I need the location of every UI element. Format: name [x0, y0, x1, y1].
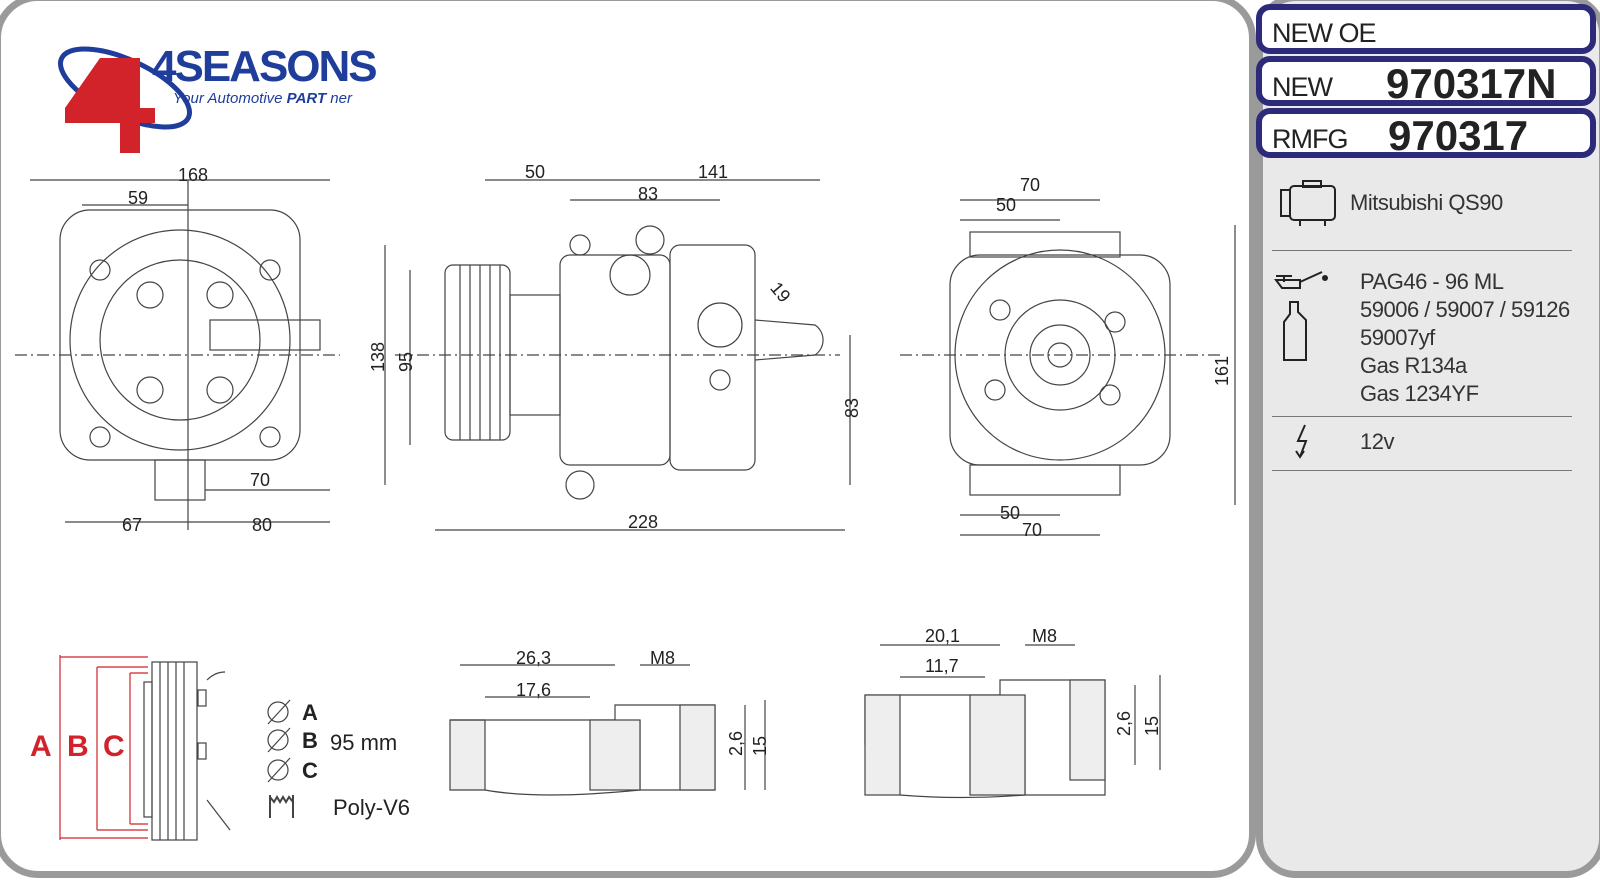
oe-box: NEW OE — [1256, 4, 1596, 54]
dim-rear-bot50: 50 — [1000, 503, 1021, 523]
divider — [1272, 250, 1572, 251]
new-label: NEW — [1272, 72, 1333, 102]
oil-spec: PAG46 - 96 ML 59006 / 59007 / 59126 5900… — [1360, 268, 1570, 408]
brand-name: 4SEASONS — [152, 42, 378, 91]
front-view-drawing — [15, 179, 340, 530]
dim-side-141: 141 — [698, 162, 729, 182]
brand-logo: 4SEASONS Your Automotive PART ner — [40, 38, 400, 158]
pulley-label-c: C — [103, 730, 125, 763]
oe-label: NEW OE — [1272, 18, 1377, 48]
dim-front-bolt: 59 — [128, 188, 149, 208]
dim-front-width: 168 — [178, 165, 209, 185]
pulley-label-b: B — [67, 730, 89, 763]
dim-front-lower: 70 — [250, 470, 271, 490]
dim-rear-bot70: 70 — [1022, 520, 1043, 540]
new-part-box: NEW 970317N — [1256, 56, 1596, 107]
pulley-drawing — [59, 655, 231, 841]
gas-1234yf: Gas 1234YF — [1360, 381, 1479, 406]
diameter-icon — [267, 699, 291, 725]
diameter-b-label: B — [302, 728, 318, 753]
port-section-2 — [864, 644, 1161, 799]
oil-type: PAG46 - 96 ML — [1360, 269, 1504, 294]
compressor-icon — [1280, 180, 1336, 226]
diameter-icon — [267, 727, 291, 753]
port-section-1 — [449, 664, 766, 796]
dim-port1-thread: M8 — [650, 648, 676, 668]
oil-refs: 59006 / 59007 / 59126 — [1360, 297, 1570, 322]
dim-side-50: 50 — [525, 162, 546, 182]
dim-port2-w2: 11,7 — [925, 656, 959, 676]
diameter-icon — [267, 757, 291, 783]
pulley-diameter: 95 mm — [330, 730, 398, 755]
oil-can-icon — [1274, 271, 1328, 289]
tagline-ner: ner — [326, 90, 352, 107]
dim-front-right: 80 — [252, 515, 273, 535]
technical-drawing — [15, 179, 1236, 841]
dim-rear-top50: 50 — [996, 195, 1017, 215]
poly-v-icon — [269, 795, 294, 818]
dim-port1-w1: 26,3 — [516, 648, 552, 668]
dim-port1-w2: 17,6 — [516, 680, 552, 700]
diameter-c-label: C — [302, 758, 318, 783]
oil-ref-yf: 59007yf — [1360, 325, 1435, 350]
new-part-number: 970317N — [1386, 60, 1557, 107]
logo-swoosh-icon — [57, 46, 193, 153]
pulley-label-a: A — [30, 730, 52, 763]
voltage: 12v — [1360, 429, 1394, 454]
dim-front-left: 67 — [122, 515, 143, 535]
dim-side-83: 83 — [638, 184, 659, 204]
brand-tagline: Your Automotive PART ner — [173, 90, 352, 107]
rear-view-drawing — [900, 199, 1236, 536]
tagline-text: Your Automotive — [173, 90, 287, 107]
dim-port2-thread: M8 — [1032, 626, 1058, 646]
divider — [1272, 470, 1572, 471]
tagline-part: PART — [286, 90, 327, 107]
belt-type: Poly-V6 — [333, 795, 411, 820]
dim-rear-top70: 70 — [1020, 175, 1041, 195]
lightning-icon — [1295, 424, 1308, 459]
dim-side-length: 228 — [628, 512, 659, 532]
rmfg-label: RMFG — [1272, 124, 1348, 154]
divider — [1272, 416, 1572, 417]
diameter-a-label: A — [302, 700, 318, 725]
dim-port2-w1: 20,1 — [925, 626, 961, 646]
oil-bottle-icon — [1283, 301, 1307, 361]
rmfg-part-number: 970317 — [1388, 112, 1529, 159]
compressor-model: Mitsubishi QS90 — [1350, 190, 1503, 215]
side-view-drawing — [384, 179, 851, 531]
rmfg-part-box: RMFG 970317 — [1256, 108, 1596, 159]
gas-r134a: Gas R134a — [1360, 353, 1467, 378]
